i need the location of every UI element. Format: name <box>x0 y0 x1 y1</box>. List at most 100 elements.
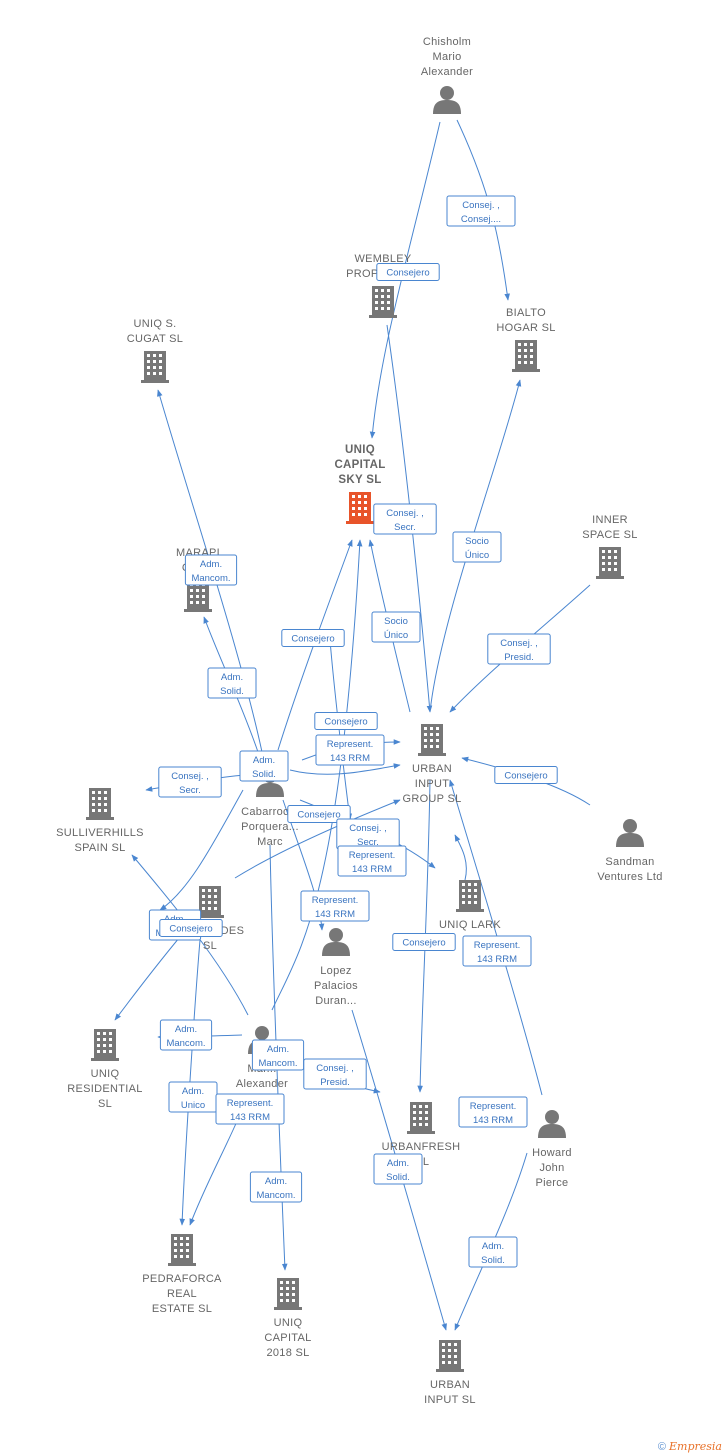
relation-text: Secr. <box>179 785 201 796</box>
relation-label-17[interactable]: Represent.143 RRM <box>300 890 370 922</box>
relation-label-16[interactable]: Represent.143 RRM <box>337 845 407 877</box>
building-icon <box>346 492 374 524</box>
relation-label-15[interactable]: Consej. ,Secr. <box>336 818 400 850</box>
relation-label-22[interactable]: Adm.Mancom. <box>159 1019 213 1051</box>
relation-box <box>376 263 440 281</box>
node-label: ESTATE SL <box>152 1303 212 1315</box>
relation-label-27[interactable]: Represent.143 RRM <box>458 1096 528 1128</box>
relation-text: 143 RRM <box>230 1112 270 1123</box>
relation-label-23[interactable]: Adm.Mancom. <box>251 1039 305 1071</box>
relation-label-30[interactable]: Adm.Solid. <box>468 1236 518 1268</box>
relation-text: Adm. <box>265 1176 287 1187</box>
relation-text: Socio <box>384 616 408 627</box>
relation-label-4[interactable]: Adm.Mancom. <box>184 554 238 586</box>
node-label: CAPITAL <box>334 459 385 471</box>
relation-label-13[interactable]: Consejero <box>494 766 558 784</box>
relation-label-26[interactable]: Represent.143 RRM <box>215 1093 285 1125</box>
relation-label-28[interactable]: Adm.Solid. <box>373 1153 423 1185</box>
relation-text: 143 RRM <box>315 909 355 920</box>
node-wembley[interactable]: WEMBLEYPROPERTIES <box>346 253 420 318</box>
node-cabarrocas[interactable]: Cabarroc...Porquera...Marc <box>241 769 299 848</box>
relation-box <box>468 1236 518 1268</box>
footer-brand: © Empresia <box>658 1440 722 1453</box>
relation-text: 143 RRM <box>330 753 370 764</box>
node-label: SULLIVERHILLS <box>56 827 144 839</box>
relation-label-29[interactable]: Adm.Mancom. <box>249 1171 303 1203</box>
node-label: UNIQ <box>274 1317 303 1329</box>
person-icon <box>433 86 461 114</box>
relation-box <box>281 629 345 647</box>
node-lopez[interactable]: LopezPalaciosDuran... <box>314 928 358 1007</box>
relation-label-14[interactable]: Consejero <box>287 805 351 823</box>
node-label: Pierce <box>536 1177 569 1189</box>
node-label: SKY SL <box>338 474 381 486</box>
building-icon <box>91 1029 119 1061</box>
relation-label-9[interactable]: Consejero <box>314 712 378 730</box>
relation-text: Consej. , <box>462 200 500 211</box>
building-icon <box>369 286 397 318</box>
relation-label-10[interactable]: Represent. 143 RRM <box>315 734 385 766</box>
node-label: Porquera... <box>241 821 299 833</box>
relation-text: Represent. <box>327 739 373 750</box>
relation-label-6[interactable]: Consejero <box>281 629 345 647</box>
edge-30 <box>159 789 244 911</box>
relation-text: Consejero <box>324 717 367 728</box>
node-label: Duran... <box>315 995 357 1007</box>
relation-text: Consejero <box>169 924 212 935</box>
relation-text: Socio <box>465 536 489 547</box>
relation-label-1[interactable]: Consejero <box>376 263 440 281</box>
relation-box <box>494 766 558 784</box>
node-label: SL <box>203 940 217 952</box>
edge-29 <box>454 834 467 881</box>
building-icon <box>168 1234 196 1266</box>
relation-text: Consejero <box>297 810 340 821</box>
relation-box <box>462 935 532 967</box>
relation-box <box>159 1019 213 1051</box>
relation-label-0[interactable]: Consej. ,Consej.... <box>446 195 516 227</box>
relation-label-12[interactable]: Consej. ,Secr. <box>158 766 222 798</box>
relation-box <box>371 611 421 643</box>
copyright-symbol: © <box>657 1441 666 1453</box>
relation-text: Consej. , <box>500 638 538 649</box>
relation-text: Único <box>384 630 408 641</box>
building-icon <box>418 724 446 756</box>
relation-box <box>373 503 437 535</box>
node-label: Marc <box>257 836 283 848</box>
building-icon <box>512 340 540 372</box>
relation-label-8[interactable]: Adm.Solid. <box>207 667 257 699</box>
node-uniq_cugat[interactable]: UNIQ S.CUGAT SL <box>127 318 183 383</box>
relation-label-24[interactable]: Consej. ,Presid. <box>303 1058 367 1090</box>
relation-label-21[interactable]: Represent.143 RRM <box>462 935 532 967</box>
relation-label-2[interactable]: Consej. ,Secr. <box>373 503 437 535</box>
relation-box <box>452 531 502 563</box>
relation-label-25[interactable]: Adm.Unico <box>168 1081 218 1113</box>
node-label: RESIDENTIAL <box>67 1083 142 1095</box>
relation-label-20[interactable]: Consejero <box>392 933 456 951</box>
node-label: Ventures Ltd <box>597 871 662 883</box>
relation-label-11[interactable]: Adm.Solid. <box>239 750 289 782</box>
brand-name[interactable]: Empresia <box>669 1440 722 1453</box>
relation-label-19[interactable]: Consejero <box>159 919 223 937</box>
relation-text: Consejero <box>291 634 334 645</box>
relation-box <box>337 845 407 877</box>
relation-text: Presid. <box>320 1077 350 1088</box>
relation-text: Mancom. <box>166 1038 205 1049</box>
node-label: URBAN <box>430 1379 470 1391</box>
node-label: INPUT <box>415 778 450 790</box>
building-icon <box>274 1278 302 1310</box>
relation-label-7[interactable]: Consej. ,Presid. <box>487 633 551 665</box>
